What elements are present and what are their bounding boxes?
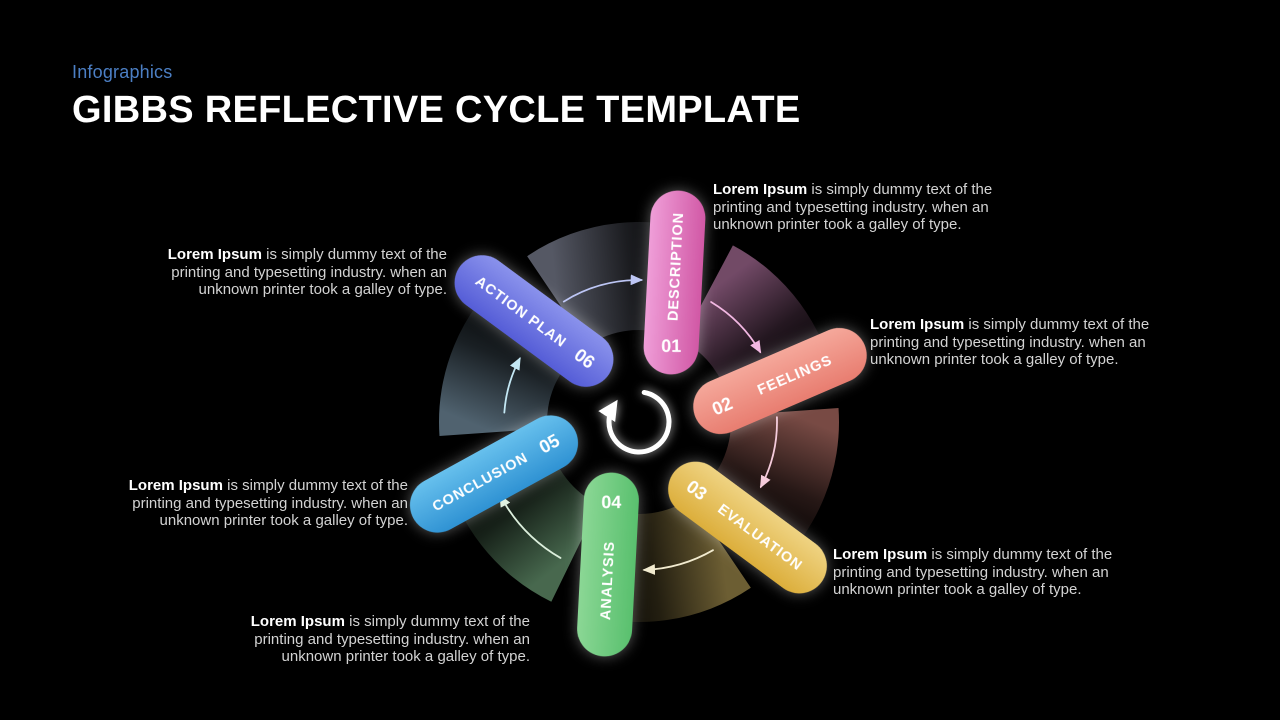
caption-lead: Lorem Ipsum [870,316,965,333]
caption-body: is simply dummy text of the printing and… [254,613,530,666]
pill-shape [643,190,706,375]
caption-action-plan: Lorem Ipsum is simply dummy text of the … [147,246,447,299]
arrow-step4-to-step5-icon [499,494,562,559]
pill-label: DESCRIPTION [666,212,688,322]
cycle-arrow-icon [598,389,672,455]
header: Infographics GIBBS REFLECTIVE CYCLE TEMP… [72,62,801,132]
caption-lead: Lorem Ipsum [128,477,223,494]
pill-shape [454,255,614,387]
pill-shape [693,327,867,435]
caption-body: is simply dummy text of the printing and… [132,477,408,530]
pill-number: 04 [601,492,621,512]
cycle-arrow-ring [598,389,672,455]
caption-lead: Lorem Ipsum [833,546,928,563]
pill-label: ANALYSIS [598,541,618,621]
caption-evaluation: Lorem Ipsum is simply dummy text of the … [833,546,1133,599]
arrow-step6-to-step1-icon [562,274,644,303]
page-title: GIBBS REFLECTIVE CYCLE TEMPLATE [72,89,801,131]
arrow-step2-to-step3-icon [759,416,778,489]
pill-shape [409,415,579,533]
caption-lead: Lorem Ipsum [713,181,808,198]
pill-shape [577,472,639,657]
caption-body: is simply dummy text of the printing and… [833,546,1113,599]
pill-analysis: ANALYSIS 04 [577,472,639,657]
eyebrow-label: Infographics [72,62,173,82]
tail-conclusion [439,271,579,436]
caption-body: is simply dummy text of the printing and… [870,316,1150,369]
arrow-step1-to-step2-icon [710,301,762,354]
pill-description: DESCRIPTION 01 [643,190,706,375]
arrow-step3-to-step4-icon [642,549,714,575]
caption-body: is simply dummy text of the printing and… [713,181,993,234]
pill-number: 01 [661,336,681,356]
caption-feelings: Lorem Ipsum is simply dummy text of the … [870,316,1170,369]
arrow-step5-to-step6-icon [503,357,521,414]
caption-description: Lorem Ipsum is simply dummy text of the … [713,181,1013,234]
cycle-arrows [499,274,778,575]
caption-analysis: Lorem Ipsum is simply dummy text of the … [230,613,530,666]
caption-lead: Lorem Ipsum [167,246,262,263]
tail-feelings [700,408,839,571]
pill-shape [668,461,827,594]
caption-lead: Lorem Ipsum [250,613,345,630]
caption-conclusion: Lorem Ipsum is simply dummy text of the … [108,477,408,530]
caption-body: is simply dummy text of the printing and… [171,246,447,299]
